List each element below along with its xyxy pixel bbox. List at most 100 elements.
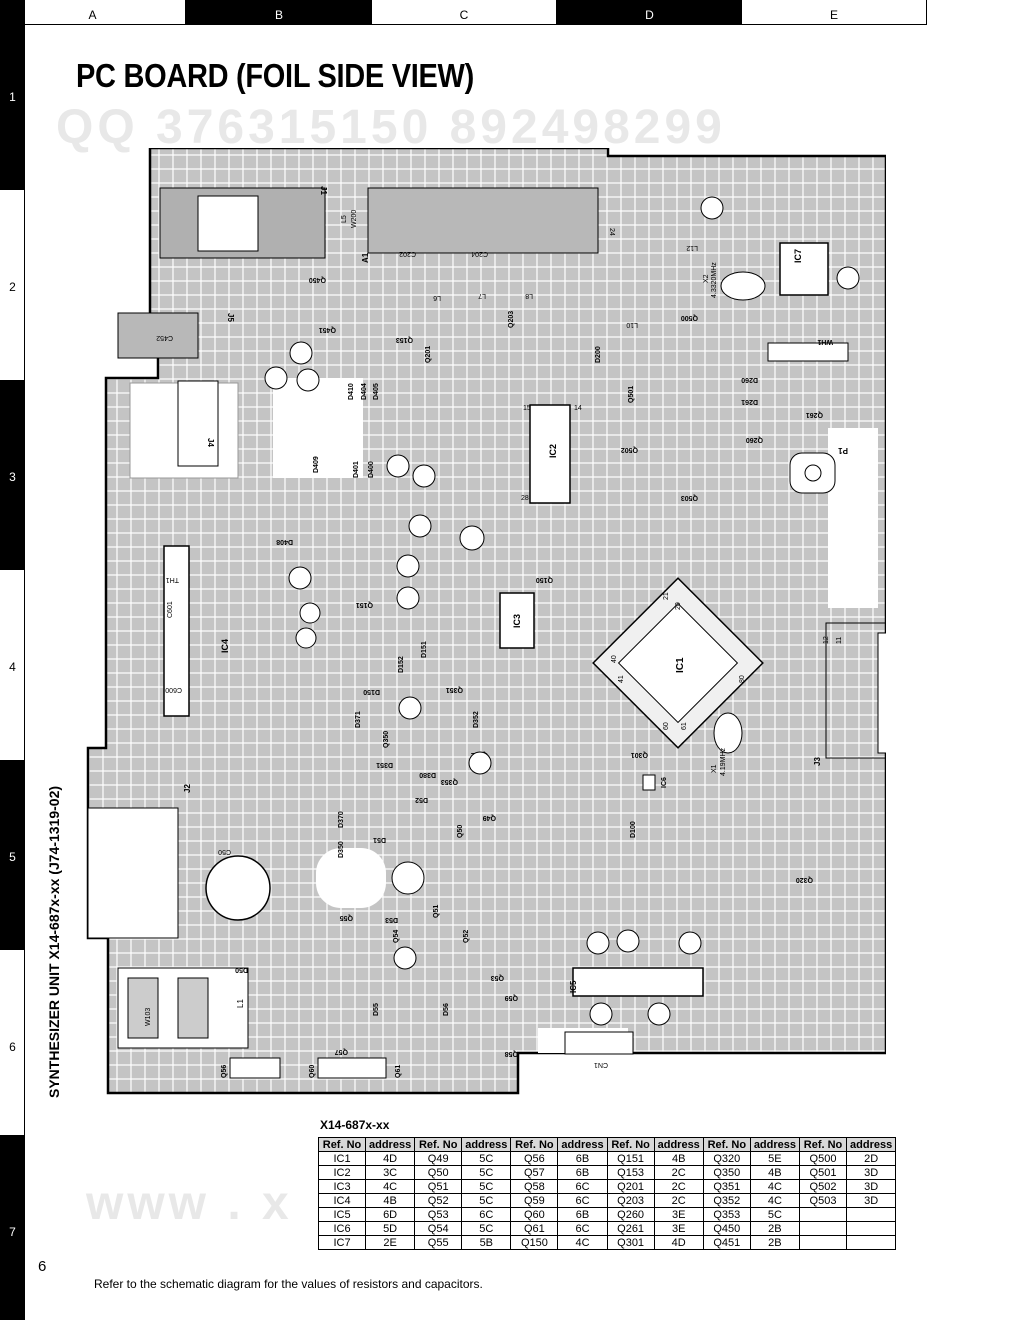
c204-connector: [367, 187, 599, 254]
svg-text:D410: D410: [348, 383, 355, 400]
svg-text:61: 61: [681, 722, 688, 730]
svg-text:Q56: Q56: [221, 1065, 228, 1078]
ref-no-cell: Q153: [606, 1165, 655, 1180]
svg-text:Q350: Q350: [383, 731, 390, 748]
svg-text:D100: D100: [630, 821, 637, 838]
header-address: address: [364, 1137, 416, 1152]
column-e: E: [742, 0, 927, 25]
svg-text:Q501: Q501: [628, 386, 635, 403]
svg-text:D370: D370: [338, 811, 345, 828]
row-5: 5: [0, 760, 25, 950]
address-cell: 5C: [461, 1165, 512, 1180]
svg-text:Q50: Q50: [457, 825, 464, 838]
ref-no-cell: Q57: [510, 1165, 559, 1180]
ic3-chip: [499, 592, 535, 649]
address-cell: 4C: [557, 1235, 608, 1250]
svg-text:P1: P1: [838, 446, 848, 455]
svg-text:J5: J5: [226, 313, 235, 322]
svg-text:12: 12: [823, 636, 830, 644]
address-cell: 4B: [364, 1193, 416, 1208]
ref-no-cell: Q55: [414, 1235, 463, 1250]
ref-no-cell: Q203: [606, 1193, 655, 1208]
svg-text:D150: D150: [363, 688, 380, 695]
address-cell: 2D: [846, 1151, 897, 1166]
svg-text:IC4: IC4: [220, 639, 230, 653]
svg-text:J3: J3: [813, 757, 822, 766]
svg-text:60: 60: [663, 722, 670, 730]
svg-text:L12: L12: [686, 244, 698, 251]
svg-text:D261: D261: [741, 398, 758, 405]
svg-text:D56: D56: [443, 1003, 450, 1016]
svg-text:11: 11: [836, 637, 843, 644]
address-cell: 5C: [461, 1193, 512, 1208]
header-address: address: [461, 1137, 512, 1152]
svg-text:L6: L6: [433, 294, 441, 301]
ref-no-cell: Q150: [510, 1235, 559, 1250]
address-cell: 6B: [557, 1151, 608, 1166]
address-cell: 4B: [749, 1165, 801, 1180]
address-cell: [846, 1207, 897, 1222]
svg-text:4.19MHz: 4.19MHz: [720, 747, 727, 776]
address-cell: 3C: [364, 1165, 416, 1180]
watermark-top: QQ 376315150 892498299: [56, 101, 726, 154]
svg-text:D53: D53: [385, 916, 398, 923]
row-7: 7: [0, 1135, 25, 1320]
svg-text:IC1: IC1: [675, 657, 686, 673]
svg-text:D200: D200: [595, 346, 602, 363]
header-address: address: [653, 1137, 704, 1152]
ref-no-cell: Q201: [606, 1179, 655, 1194]
ref-no-cell: Q58: [510, 1179, 559, 1194]
ic2-chip: [529, 404, 571, 504]
svg-text:Q451: Q451: [319, 326, 336, 333]
address-cell: 3D: [846, 1165, 897, 1180]
svg-text:X2: X2: [703, 274, 710, 283]
ref-no-cell: Q451: [702, 1235, 751, 1250]
column-c: C: [372, 0, 557, 25]
blank-region: [316, 848, 386, 908]
address-cell: 4C: [749, 1193, 801, 1208]
ref-no-cell: Q61: [510, 1221, 559, 1236]
svg-text:41: 41: [618, 675, 625, 683]
svg-text:Q51: Q51: [433, 905, 440, 918]
address-cell: 6C: [557, 1221, 608, 1236]
svg-text:C600: C600: [165, 686, 182, 693]
address-cell: 2B: [749, 1235, 801, 1250]
svg-text:CN1: CN1: [594, 1061, 608, 1068]
svg-text:15: 15: [523, 405, 531, 412]
ref-no-cell: Q502: [799, 1179, 848, 1194]
ref-no-cell: IC2: [318, 1165, 366, 1180]
address-cell: [846, 1235, 897, 1250]
pc-board-diagram: J1 C204 C202 24 L5 W200 A1 J5 C452 J4 IC…: [68, 148, 886, 1096]
column-b: B: [186, 0, 372, 25]
ref-no-cell: Q352: [702, 1193, 751, 1208]
ref-no-cell: Q260: [606, 1207, 655, 1222]
ref-no-cell: IC1: [318, 1151, 366, 1166]
svg-text:D52: D52: [415, 796, 428, 803]
svg-text:Q351: Q351: [446, 686, 463, 693]
address-cell: 5C: [749, 1207, 801, 1222]
table-heading: X14-687x-xx: [320, 1118, 390, 1132]
svg-text:14: 14: [574, 405, 582, 412]
j5-connector: [117, 312, 199, 359]
svg-text:Q151: Q151: [356, 601, 373, 608]
address-cell: 2C: [653, 1165, 704, 1180]
address-cell: 6C: [557, 1193, 608, 1208]
svg-text:Q58: Q58: [505, 1050, 518, 1057]
ref-no-cell: [799, 1207, 848, 1222]
svg-text:J2: J2: [183, 784, 192, 793]
ref-no-cell: Q50: [414, 1165, 463, 1180]
svg-text:D260: D260: [741, 376, 758, 383]
ref-no-cell: Q350: [702, 1165, 751, 1180]
ref-no-cell: Q52: [414, 1193, 463, 1208]
ic1-chip: [592, 577, 764, 749]
svg-text:80: 80: [739, 675, 746, 683]
svg-text:D350: D350: [338, 841, 345, 858]
header-address: address: [557, 1137, 608, 1152]
svg-text:Q150: Q150: [536, 576, 553, 583]
ref-no-cell: Q320: [702, 1151, 751, 1166]
svg-text:D152: D152: [398, 656, 405, 673]
ref-no-cell: Q301: [606, 1235, 655, 1250]
header-ref-no: Ref. No: [510, 1137, 559, 1152]
